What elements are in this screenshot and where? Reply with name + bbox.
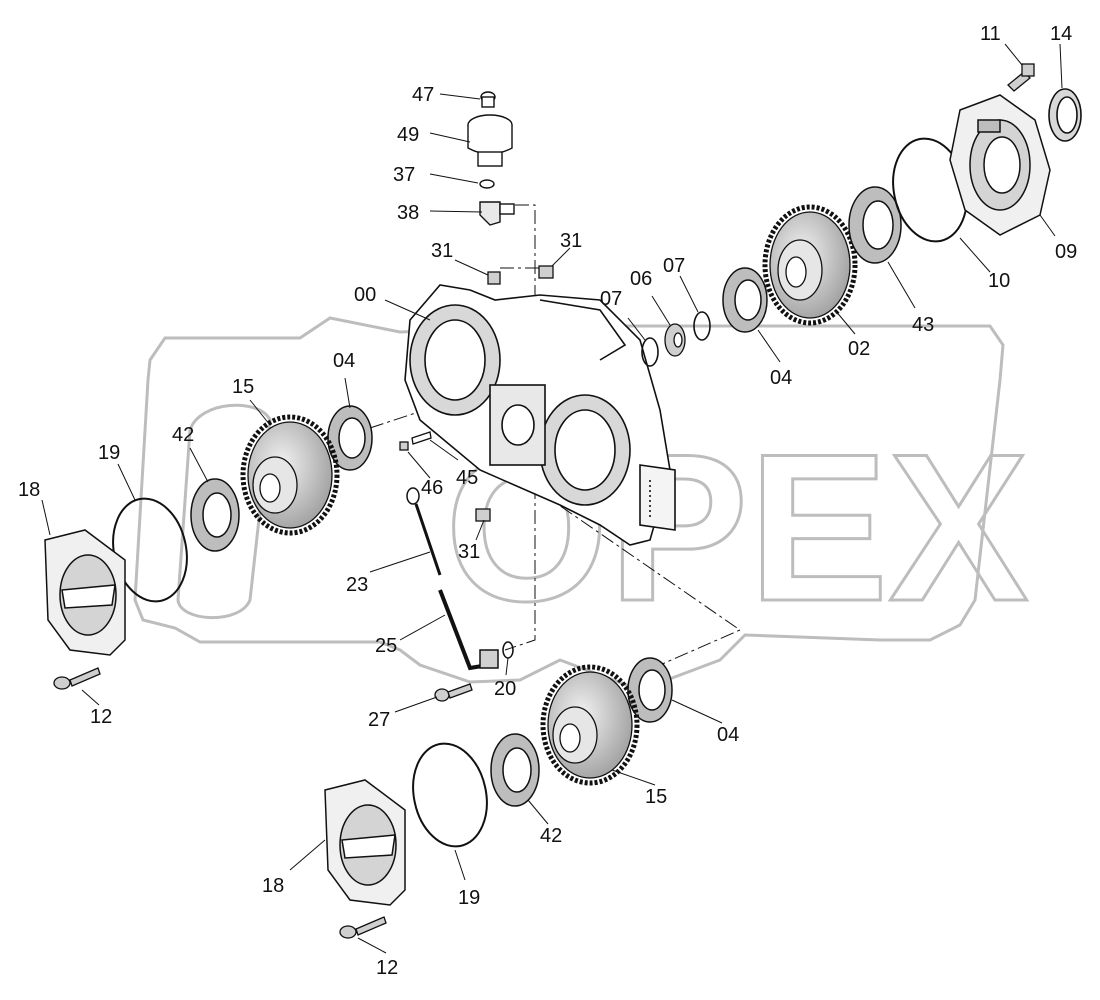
- part-label-31-upper-right: 31: [560, 230, 582, 252]
- part-label-37: 37: [393, 164, 415, 186]
- part-label-45: 45: [456, 467, 478, 489]
- part-label-07-left: 07: [600, 288, 622, 310]
- pin-46: [399, 441, 409, 451]
- bearing-04-left: [327, 405, 373, 471]
- part-label-10: 10: [988, 270, 1010, 292]
- plug-31-right: [538, 265, 554, 279]
- part-label-27: 27: [368, 709, 390, 731]
- bearing-04-upper: [722, 267, 768, 333]
- bolt-11: [1007, 63, 1035, 92]
- housing: [404, 284, 676, 546]
- bearing-42-lower: [490, 733, 540, 807]
- plug-31-lower: [475, 508, 491, 522]
- part-label-20: 20: [494, 678, 516, 700]
- bearing-42-left: [190, 478, 240, 552]
- part-label-31-upper-left: 31: [431, 240, 453, 262]
- seal-14: [1048, 88, 1082, 142]
- part-label-19-left: 19: [98, 442, 120, 464]
- breather-body: [467, 114, 513, 167]
- part-label-14: 14: [1050, 23, 1072, 45]
- gauge-pipe-25: [438, 589, 499, 671]
- gear-15-left: [240, 414, 340, 536]
- part-label-49: 49: [397, 124, 419, 146]
- bearing-43: [848, 186, 902, 264]
- leader-lines: [41, 43, 1063, 954]
- part-label-47: 47: [412, 84, 434, 106]
- part-label-15-left: 15: [232, 376, 254, 398]
- bolt-12-lower: [339, 916, 387, 939]
- part-label-02: 02: [848, 338, 870, 360]
- part-label-23: 23: [346, 574, 368, 596]
- small-gear-06: [664, 323, 686, 357]
- o-ring-19-lower: [412, 742, 488, 848]
- part-label-42-lower: 42: [540, 825, 562, 847]
- part-label-38: 38: [397, 202, 419, 224]
- gear-15-lower: [540, 664, 640, 786]
- part-label-18-lower: 18: [262, 875, 284, 897]
- dipstick-23: [406, 487, 442, 576]
- cover-18-lower: [324, 779, 406, 906]
- part-label-15-lower: 15: [645, 786, 667, 808]
- part-label-25: 25: [375, 635, 397, 657]
- pin-45: [411, 431, 432, 445]
- part-label-09: 09: [1055, 241, 1077, 263]
- bearing-04-lower: [627, 657, 673, 723]
- elbow-fitting: [479, 201, 515, 226]
- snap-ring-07-left: [641, 337, 659, 367]
- gear-02: [762, 204, 858, 326]
- part-label-04-upper: 04: [770, 367, 792, 389]
- part-label-06: 06: [630, 268, 652, 290]
- bolt-12-left: [53, 667, 101, 690]
- part-label-31-lower: 31: [458, 541, 480, 563]
- cover-18-left: [44, 529, 126, 656]
- part-label-19-lower: 19: [458, 887, 480, 909]
- part-label-42-left: 42: [172, 424, 194, 446]
- part-label-46: 46: [421, 477, 443, 499]
- part-label-43: 43: [912, 314, 934, 336]
- part-label-12-lower: 12: [376, 957, 398, 979]
- part-label-18-left: 18: [18, 479, 40, 501]
- breather-cap: [480, 91, 496, 108]
- part-label-12-left: 12: [90, 706, 112, 728]
- part-label-00: 00: [354, 284, 376, 306]
- plug-31-left: [487, 271, 501, 285]
- snap-ring-07-right: [693, 311, 711, 341]
- part-label-04-lower: 04: [717, 724, 739, 746]
- o-ring-small: [479, 179, 495, 189]
- cover-09: [949, 94, 1051, 236]
- part-label-04-left: 04: [333, 350, 355, 372]
- part-label-11: 11: [980, 23, 1001, 45]
- bolt-27: [434, 683, 473, 702]
- part-labels: 47 49 37 38 31 31 00 04 15 42 19 18 12 4…: [18, 23, 1077, 979]
- part-label-07-right: 07: [663, 255, 685, 277]
